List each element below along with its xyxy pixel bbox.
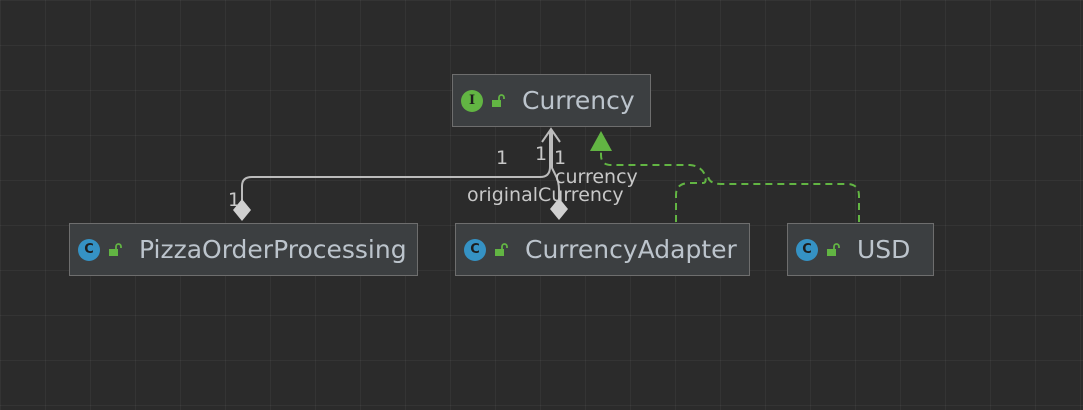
unlocked-icon — [109, 242, 122, 256]
node-currency[interactable]: I Currency — [452, 74, 651, 127]
role-label-currency: currency — [555, 166, 638, 188]
unlocked-icon — [492, 93, 505, 107]
class-icon: C — [464, 238, 486, 261]
node-pizza-order-processing[interactable]: C PizzaOrderProcessing — [69, 223, 418, 276]
composition-edge-adapter-currency[interactable] — [551, 130, 560, 199]
composition-edge-pizza-currency[interactable] — [241, 130, 551, 200]
multiplicity-label: 1 — [535, 143, 548, 165]
node-usd[interactable]: C USD — [787, 223, 934, 276]
node-pizza-order-processing-name: PizzaOrderProcessing — [139, 235, 407, 264]
association-arrowhead — [541, 127, 561, 143]
node-currency-adapter-name: CurrencyAdapter — [525, 235, 737, 264]
multiplicity-label: 1 — [228, 189, 241, 211]
unlocked-icon — [827, 242, 840, 256]
node-usd-name: USD — [857, 235, 911, 264]
interface-icon: I — [461, 89, 483, 112]
unlocked-icon — [495, 242, 508, 256]
class-icon: C — [796, 238, 818, 261]
node-currency-adapter[interactable]: C CurrencyAdapter — [455, 223, 750, 276]
implementation-arrowhead — [590, 131, 612, 151]
multiplicity-label: 1 — [554, 147, 567, 169]
class-icon: C — [78, 238, 100, 261]
implementation-edge-adapter-currency[interactable] — [600, 150, 707, 222]
composition-diamond-adapter — [550, 198, 568, 220]
implementation-edge-usd-currency[interactable] — [707, 175, 860, 222]
multiplicity-label: 1 — [496, 147, 509, 169]
role-label-original-currency: originalCurrency — [467, 184, 624, 206]
composition-diamond-pizza — [233, 199, 251, 221]
node-currency-name: Currency — [522, 86, 635, 115]
